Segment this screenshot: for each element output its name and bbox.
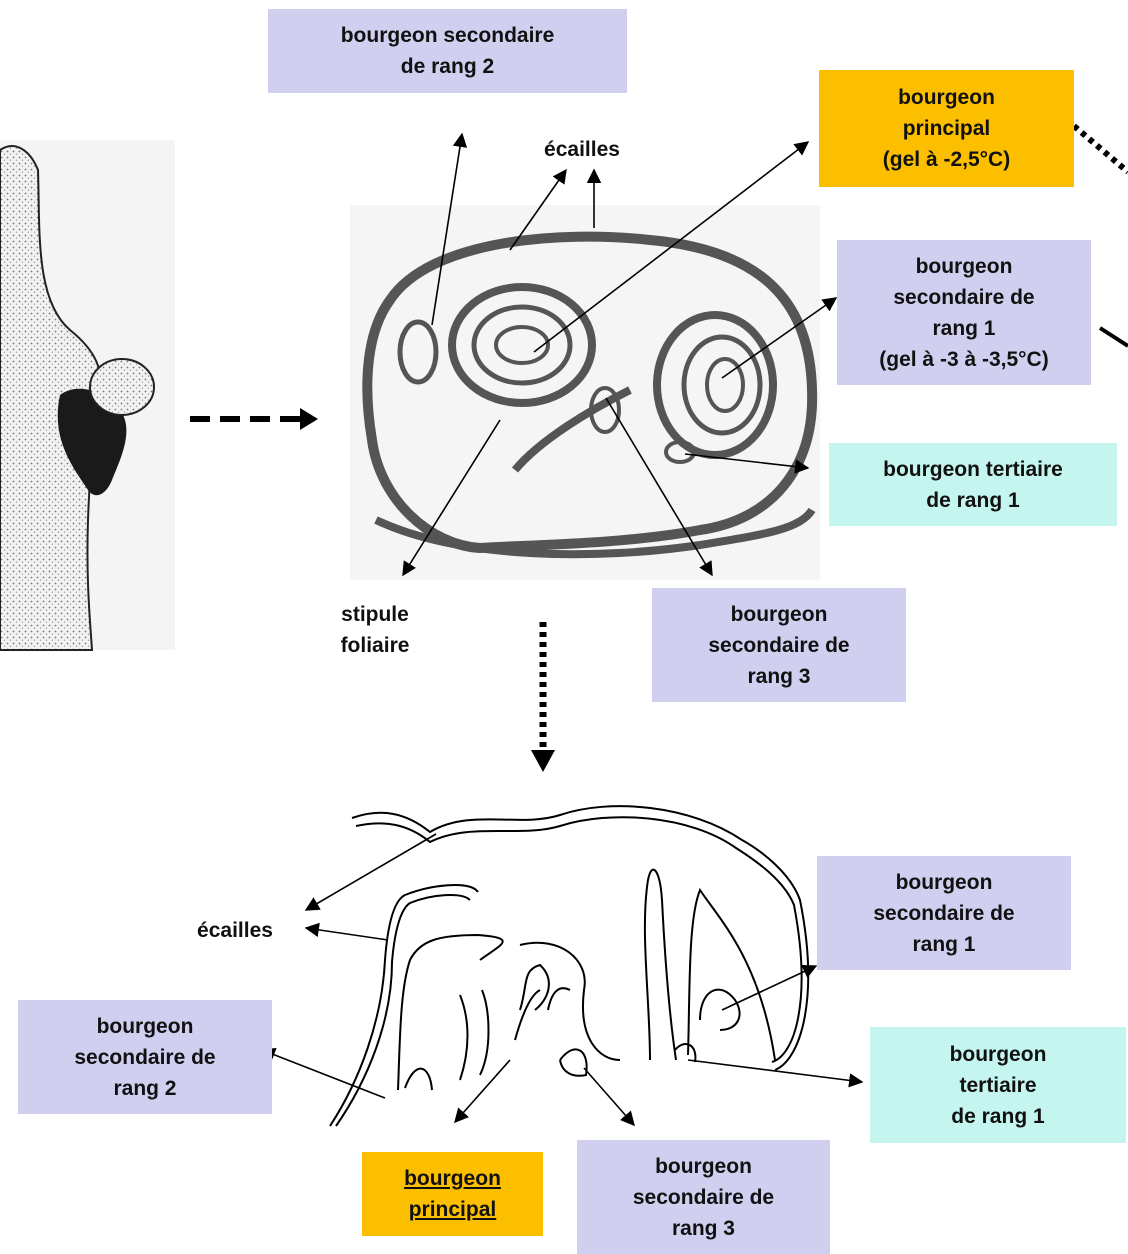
label-bud-secondary-rank1-bottom: bourgeon secondaire de rang 1: [817, 856, 1071, 970]
cane-illustration: [0, 140, 175, 650]
label-scales-top: écailles: [520, 132, 644, 166]
label-bud-tertiary-rank1-top: bourgeon tertiaire de rang 1: [829, 443, 1117, 526]
label-stipule: stipule foliaire: [320, 597, 430, 663]
bud-cross-section: [350, 205, 820, 580]
label-bud-secondary-rank1-top: bourgeon secondaire de rang 1 (gel à -3 …: [837, 240, 1091, 385]
label-bud-principal-top: bourgeon principal (gel à -2,5°C): [819, 70, 1074, 187]
label-bud-secondary-rank2-bottom: bourgeon secondaire de rang 2: [18, 1000, 272, 1114]
label-scales-bottom: écailles: [180, 914, 290, 946]
label-bud-secondary-rank2-top: bourgeon secondaire de rang 2: [268, 9, 627, 93]
label-bud-tertiary-rank1-bottom: bourgeon tertiaire de rang 1: [870, 1027, 1126, 1143]
label-bud-secondary-rank3-bottom: bourgeon secondaire de rang 3: [577, 1140, 830, 1254]
label-bud-principal-bottom: bourgeon principal: [362, 1152, 543, 1236]
label-bud-secondary-rank3-top: bourgeon secondaire de rang 3: [652, 588, 906, 702]
